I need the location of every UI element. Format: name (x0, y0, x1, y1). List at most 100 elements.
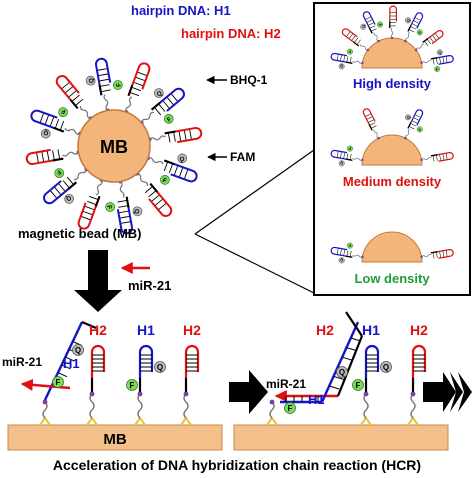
base-pair (415, 17, 421, 21)
hairpin-toehold (345, 61, 353, 64)
quencher-marker: Q (85, 75, 96, 86)
low-density-label: Low density (354, 271, 430, 286)
hairpin-toehold (163, 159, 175, 166)
base-pair (137, 71, 147, 76)
hairpin-strand (138, 344, 154, 378)
base-pair (171, 93, 178, 102)
hairpin-toehold (345, 255, 353, 258)
base-pair (72, 94, 80, 102)
base-pair (158, 203, 167, 210)
bottom-right-h2-label-b: H2 (410, 322, 428, 338)
base-pair (179, 167, 184, 177)
linker (363, 393, 369, 419)
base-pair (370, 25, 376, 29)
fam-letter: F (55, 168, 63, 176)
hairpin-strand (430, 249, 454, 259)
base-pair (340, 249, 342, 255)
surface-anchor (180, 416, 192, 426)
linker (147, 157, 164, 165)
hairpin-toehold (368, 27, 373, 34)
hairpin-strand (407, 12, 424, 32)
fam-letter: F (418, 30, 423, 34)
quencher-marker: Q (72, 344, 84, 356)
hairpin-toehold (52, 157, 64, 162)
dome-hairpin: FQ (420, 49, 454, 72)
fam-letter: F (60, 107, 66, 115)
magnetic-bead-caption: magnetic bead (MB) (18, 226, 142, 241)
quencher-letter: Q (361, 24, 366, 28)
hairpin-toehold (345, 158, 353, 161)
linker (410, 393, 416, 419)
base-pair (54, 187, 61, 195)
base-pair (83, 211, 93, 216)
linker (137, 393, 143, 419)
linker-bead (361, 255, 364, 259)
base-pair (167, 97, 174, 105)
linker (269, 401, 275, 419)
process-down-arrow (74, 250, 122, 312)
linker (73, 169, 88, 181)
quencher-marker: Q (338, 257, 345, 264)
opened-h1-hairpin: FQ (20, 320, 97, 419)
base-pair (329, 385, 340, 390)
fam-marker: F (416, 126, 423, 133)
hairpin-strand (430, 152, 454, 162)
base-pair (336, 54, 339, 61)
bead-hairpin: FQ (43, 167, 89, 205)
hairpin-toehold (53, 126, 65, 133)
bottom-left-h2-label-a: H2 (89, 322, 107, 338)
base-pair (61, 82, 70, 89)
base-pair (168, 133, 171, 143)
base-pair (99, 78, 109, 82)
base-pair (413, 117, 419, 121)
quencher-letter: Q (406, 115, 411, 119)
linker (421, 60, 432, 64)
base-pair (445, 56, 448, 63)
hairpin-strand (364, 344, 380, 378)
hairpin-strand (330, 52, 353, 64)
hairpin-toehold (69, 99, 79, 109)
linker (89, 393, 95, 419)
hairpin-toehold (430, 57, 438, 60)
base-pair (336, 248, 339, 255)
base-pair (412, 23, 418, 27)
base-pair (350, 337, 361, 342)
hairpin-strand (25, 148, 64, 165)
quencher-letter: Q (438, 51, 442, 55)
fam-marker: F (346, 48, 353, 55)
base-pair (183, 130, 187, 140)
linker (148, 135, 166, 141)
base-pair (50, 117, 54, 126)
base-pair (121, 221, 131, 224)
hairpin-strand (430, 55, 454, 65)
base-pair (100, 84, 110, 87)
base-pair (162, 100, 170, 109)
dome-hairpin (420, 152, 454, 162)
base-pair (158, 104, 166, 112)
linker (415, 43, 425, 51)
base-pair (346, 250, 349, 256)
fam-letter: F (166, 116, 174, 124)
linker (42, 401, 48, 419)
hairpin-strand (55, 75, 80, 109)
bottom-right-mir21-label: miR-21 (266, 377, 306, 391)
fam-letter: F (348, 49, 352, 53)
hairpin-strand (422, 30, 444, 45)
h2-opening-strand (336, 335, 364, 397)
hairpin-toehold (67, 181, 77, 191)
inset-connector-bottom (194, 233, 315, 294)
base-pair (436, 252, 438, 258)
quencher-letter: Q (157, 363, 163, 372)
base-pair (346, 347, 357, 352)
base-pair (349, 33, 353, 39)
dome-hairpin: FQ (330, 242, 364, 264)
fam-label: FAM (230, 150, 255, 164)
h2-label: hairpin DNA: H2 (181, 26, 281, 41)
base-pair (52, 150, 55, 160)
base-pair (370, 122, 376, 126)
linker (352, 60, 363, 64)
linker (183, 393, 189, 419)
linker-bead (361, 61, 364, 65)
linker-bead (410, 391, 416, 397)
bottom-right-h2-label-a: H2 (316, 322, 334, 338)
